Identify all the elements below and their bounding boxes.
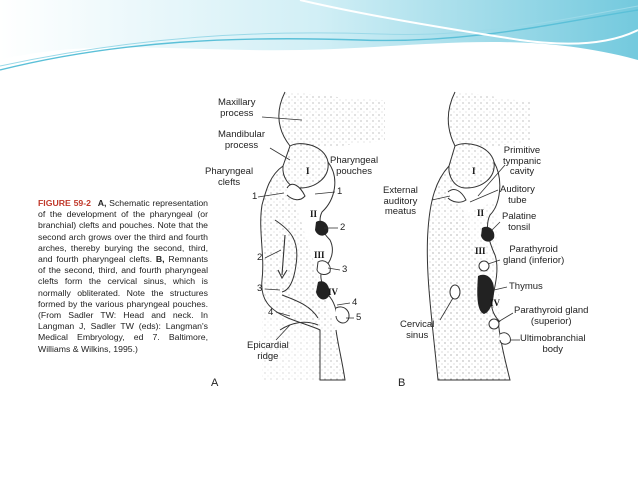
figure-label: FIGURE 59-2 bbox=[38, 198, 91, 208]
cleft-number-2: 2 bbox=[257, 252, 263, 263]
label-palatine-tonsil: Palatine tonsil bbox=[502, 211, 537, 233]
pouch-number-5: 5 bbox=[356, 312, 362, 323]
label-cervical-sinus: Cervical sinus bbox=[400, 319, 435, 341]
epicardial-text: Epicardial ridge bbox=[247, 340, 289, 362]
caption-text-b: Remnants of the second, third, and fourt… bbox=[38, 254, 208, 354]
label-primitive-tympanic-cavity: Primitive tympanic cavity bbox=[503, 145, 542, 178]
clefts-text: Pharyngeal clefts bbox=[205, 166, 254, 188]
caption-text-a: Schematic representation of the developm… bbox=[38, 198, 208, 265]
primitive-text: Primitive tympanic cavity bbox=[503, 145, 542, 177]
arch-b-3: III bbox=[475, 246, 486, 256]
pouch-number-1: 1 bbox=[337, 186, 343, 197]
label-pharyngeal-pouches: Pharyngeal pouches bbox=[330, 155, 379, 177]
cleft-number-4: 4 bbox=[268, 307, 274, 318]
label-auditory-tube: Auditory tube bbox=[500, 184, 535, 206]
ultimo-text: Ultimobranchial body bbox=[520, 333, 586, 355]
panel-b-drawing bbox=[426, 91, 530, 381]
external-text: External auditory meatus bbox=[383, 185, 418, 217]
slide-header-decoration bbox=[0, 0, 638, 80]
auditory-text: Auditory tube bbox=[500, 184, 535, 206]
label-maxillary-process: Maxillary process bbox=[218, 97, 256, 119]
label-mandibular-process: Mandibular process bbox=[218, 129, 265, 151]
arch-b-1: I bbox=[472, 166, 476, 176]
caption-part-a-letter: A, bbox=[97, 198, 107, 208]
cervical-text: Cervical sinus bbox=[400, 319, 435, 341]
thymus-text: Thymus bbox=[509, 281, 543, 292]
panel-a-letter: A bbox=[211, 377, 219, 389]
cleft-number-3: 3 bbox=[257, 283, 263, 294]
label-parathyroid-superior: Parathyroid gland (superior) bbox=[514, 305, 589, 327]
figure-caption: FIGURE 59-2 A, Schematic representation … bbox=[38, 198, 208, 355]
arch-a-2: II bbox=[310, 209, 318, 219]
panel-a-drawing bbox=[257, 91, 385, 381]
label-ultimobranchial-body: Ultimobranchial body bbox=[520, 333, 586, 355]
label-pharyngeal-clefts: Pharyngeal clefts bbox=[205, 166, 254, 188]
arch-b-4: IV bbox=[490, 298, 501, 308]
pouch-number-2: 2 bbox=[340, 222, 346, 233]
arch-a-3: III bbox=[314, 250, 325, 260]
pouch-number-4: 4 bbox=[352, 297, 358, 308]
pouch-number-3: 3 bbox=[342, 264, 348, 275]
cleft-number-1: 1 bbox=[252, 191, 258, 202]
label-parathyroid-inferior: Parathyroid gland (inferior) bbox=[503, 244, 565, 266]
mandibular-text: Mandibular process bbox=[218, 129, 265, 151]
parathyroid-inf-text: Parathyroid gland (inferior) bbox=[503, 244, 565, 266]
caption-part-b-letter: B, bbox=[155, 254, 165, 265]
arch-a-1: I bbox=[306, 166, 310, 176]
arch-b-2: II bbox=[477, 208, 485, 218]
arch-a-4: IV bbox=[328, 287, 339, 297]
palatine-text: Palatine tonsil bbox=[502, 211, 537, 233]
panel-b-letter: B bbox=[398, 377, 406, 389]
label-external-auditory-meatus: External auditory meatus bbox=[383, 185, 418, 218]
label-thymus: Thymus bbox=[509, 281, 543, 293]
parathyroid-sup-text: Parathyroid gland (superior) bbox=[514, 305, 589, 327]
label-epicardial-ridge: Epicardial ridge bbox=[247, 340, 289, 362]
pouches-text: Pharyngeal pouches bbox=[330, 155, 379, 177]
maxillary-text: Maxillary process bbox=[218, 97, 256, 119]
